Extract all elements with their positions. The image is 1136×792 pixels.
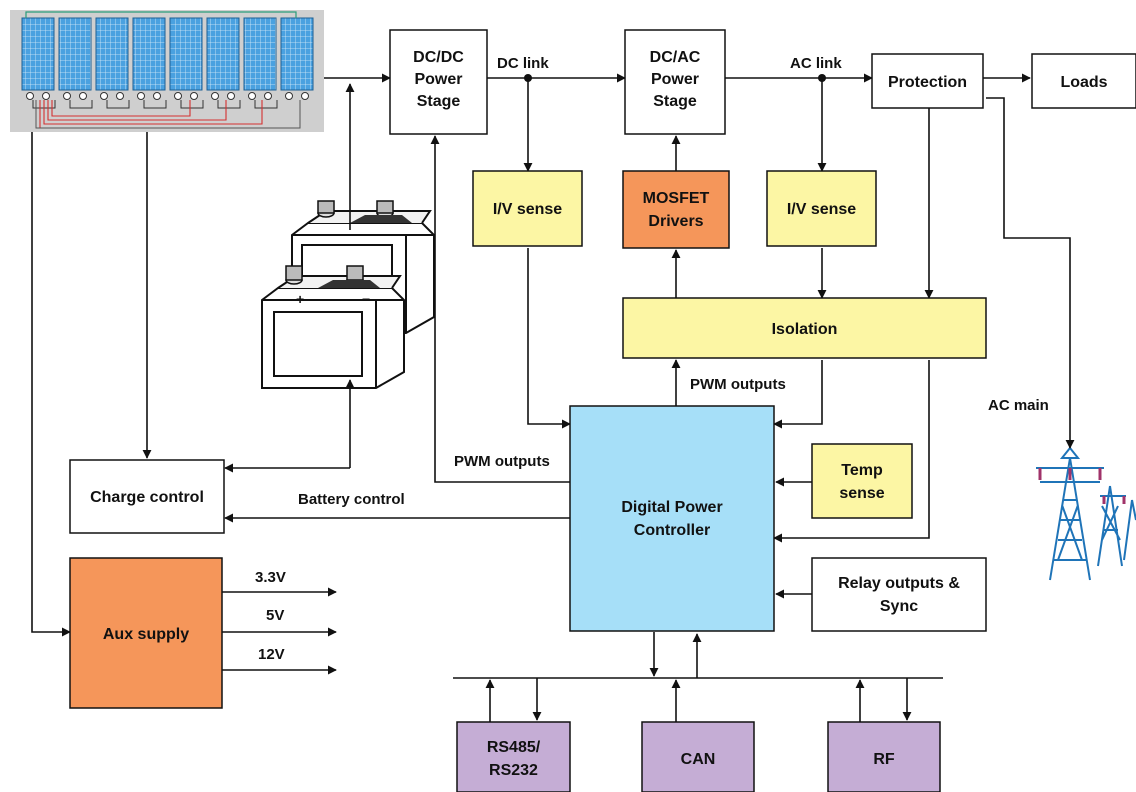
temp-sense-line-2: sense bbox=[839, 485, 884, 502]
iv-sense-ac-block: I/V sense bbox=[766, 170, 877, 247]
mosfet-drivers-line-2: Drivers bbox=[648, 213, 703, 230]
relay-outputs-block: Relay outputs & Sync bbox=[811, 557, 987, 632]
solar-terminal bbox=[116, 92, 124, 100]
digital-power-controller-block: Digital Power Controller bbox=[569, 405, 775, 632]
dcdc-line-3: Stage bbox=[417, 93, 461, 110]
solar-terminal bbox=[153, 92, 161, 100]
mosfet-drivers-block: MOSFET Drivers bbox=[622, 170, 730, 249]
battery-control-label: Battery control bbox=[298, 491, 405, 508]
ac-link-label: AC link bbox=[790, 55, 842, 72]
solar-module bbox=[21, 17, 55, 91]
protection-block: Protection bbox=[871, 53, 984, 109]
dcdc-power-stage: DC/DC Power Stage bbox=[389, 29, 488, 135]
isolation-to-controller-lower-arrow bbox=[773, 360, 930, 543]
isolation-to-controller-arrow bbox=[773, 360, 823, 429]
can-block: CAN bbox=[641, 721, 755, 792]
battery-icon: + − bbox=[261, 200, 435, 389]
rf-label: RF bbox=[873, 751, 895, 768]
aux-3v3-label: 3.3V bbox=[255, 569, 286, 586]
iv-sense-dc-label: I/V sense bbox=[493, 201, 562, 218]
protection-to-ac-main-arrow bbox=[986, 97, 1075, 449]
svg-text:+: + bbox=[296, 291, 304, 307]
solar-terminal bbox=[79, 92, 87, 100]
charge-control-label: Charge control bbox=[90, 489, 204, 506]
solar-module bbox=[58, 17, 92, 91]
solar-module bbox=[95, 17, 129, 91]
pwm-outputs-top-label: PWM outputs bbox=[690, 376, 786, 393]
solar-to-aux-arrow bbox=[31, 132, 71, 637]
aux-supply-label: Aux supply bbox=[103, 626, 189, 643]
dcdc-line-2: Power bbox=[414, 71, 462, 88]
solar-terminal bbox=[285, 92, 293, 100]
solar-terminal bbox=[264, 92, 272, 100]
can-label: CAN bbox=[681, 751, 716, 768]
dc-link-label: DC link bbox=[497, 55, 549, 72]
ac-main-label: AC main bbox=[988, 397, 1049, 414]
solar-terminal bbox=[174, 92, 182, 100]
mosfet-drivers-line-1: MOSFET bbox=[643, 190, 710, 207]
loads-label: Loads bbox=[1060, 74, 1107, 91]
temp-sense-block: Temp sense bbox=[811, 443, 913, 519]
loads-block: Loads bbox=[1031, 53, 1136, 109]
iv-sense-dc-to-controller-arrow bbox=[527, 248, 571, 429]
power-pylon-icon bbox=[1036, 446, 1136, 581]
dcac-line-2: Power bbox=[651, 71, 699, 88]
aux-supply-block: Aux supply bbox=[69, 557, 223, 709]
solar-terminal bbox=[100, 92, 108, 100]
solar-module bbox=[280, 17, 314, 91]
solar-terminal bbox=[137, 92, 145, 100]
solar-terminal bbox=[227, 92, 235, 100]
connections bbox=[31, 73, 1075, 722]
rs485-line-2: RS232 bbox=[489, 762, 538, 779]
pwm-outputs-left-label: PWM outputs bbox=[454, 453, 550, 470]
isolation-label: Isolation bbox=[772, 321, 838, 338]
isolation-block: Isolation bbox=[622, 297, 987, 359]
solar-module bbox=[206, 17, 240, 91]
dcdc-line-1: DC/DC bbox=[413, 49, 464, 66]
charge-control-block: Charge control bbox=[69, 459, 225, 534]
rs485-block: RS485/ RS232 bbox=[456, 721, 571, 792]
solar-module bbox=[169, 17, 203, 91]
solar-module bbox=[243, 17, 277, 91]
solar-module bbox=[132, 17, 166, 91]
dcac-line-3: Stage bbox=[653, 93, 697, 110]
solar-terminal bbox=[211, 92, 219, 100]
solar-terminal bbox=[190, 92, 198, 100]
solar-terminal bbox=[26, 92, 34, 100]
solar-terminal bbox=[63, 92, 71, 100]
controller-line-1: Digital Power bbox=[621, 499, 722, 516]
protection-label: Protection bbox=[888, 74, 967, 91]
svg-text:−: − bbox=[362, 291, 370, 307]
dcac-power-stage: DC/AC Power Stage bbox=[624, 29, 726, 135]
solar-terminal bbox=[301, 92, 309, 100]
iv-sense-dc-block: I/V sense bbox=[472, 170, 583, 247]
solar-panel-array-icon bbox=[10, 10, 324, 132]
aux-5v-label: 5V bbox=[266, 607, 284, 624]
rf-block: RF bbox=[827, 721, 941, 792]
solar-terminal bbox=[248, 92, 256, 100]
temp-sense-line-1: Temp bbox=[841, 462, 883, 479]
controller-line-2: Controller bbox=[634, 522, 710, 539]
relay-outputs-line-1: Relay outputs & bbox=[838, 575, 960, 592]
dcac-line-1: DC/AC bbox=[650, 49, 701, 66]
rs485-line-1: RS485/ bbox=[487, 739, 541, 756]
pwm-to-dcdc-arrow bbox=[430, 135, 570, 483]
iv-sense-ac-label: I/V sense bbox=[787, 201, 856, 218]
solar-terminal bbox=[42, 92, 50, 100]
relay-outputs-line-2: Sync bbox=[880, 598, 918, 615]
aux-12v-label: 12V bbox=[258, 646, 285, 663]
